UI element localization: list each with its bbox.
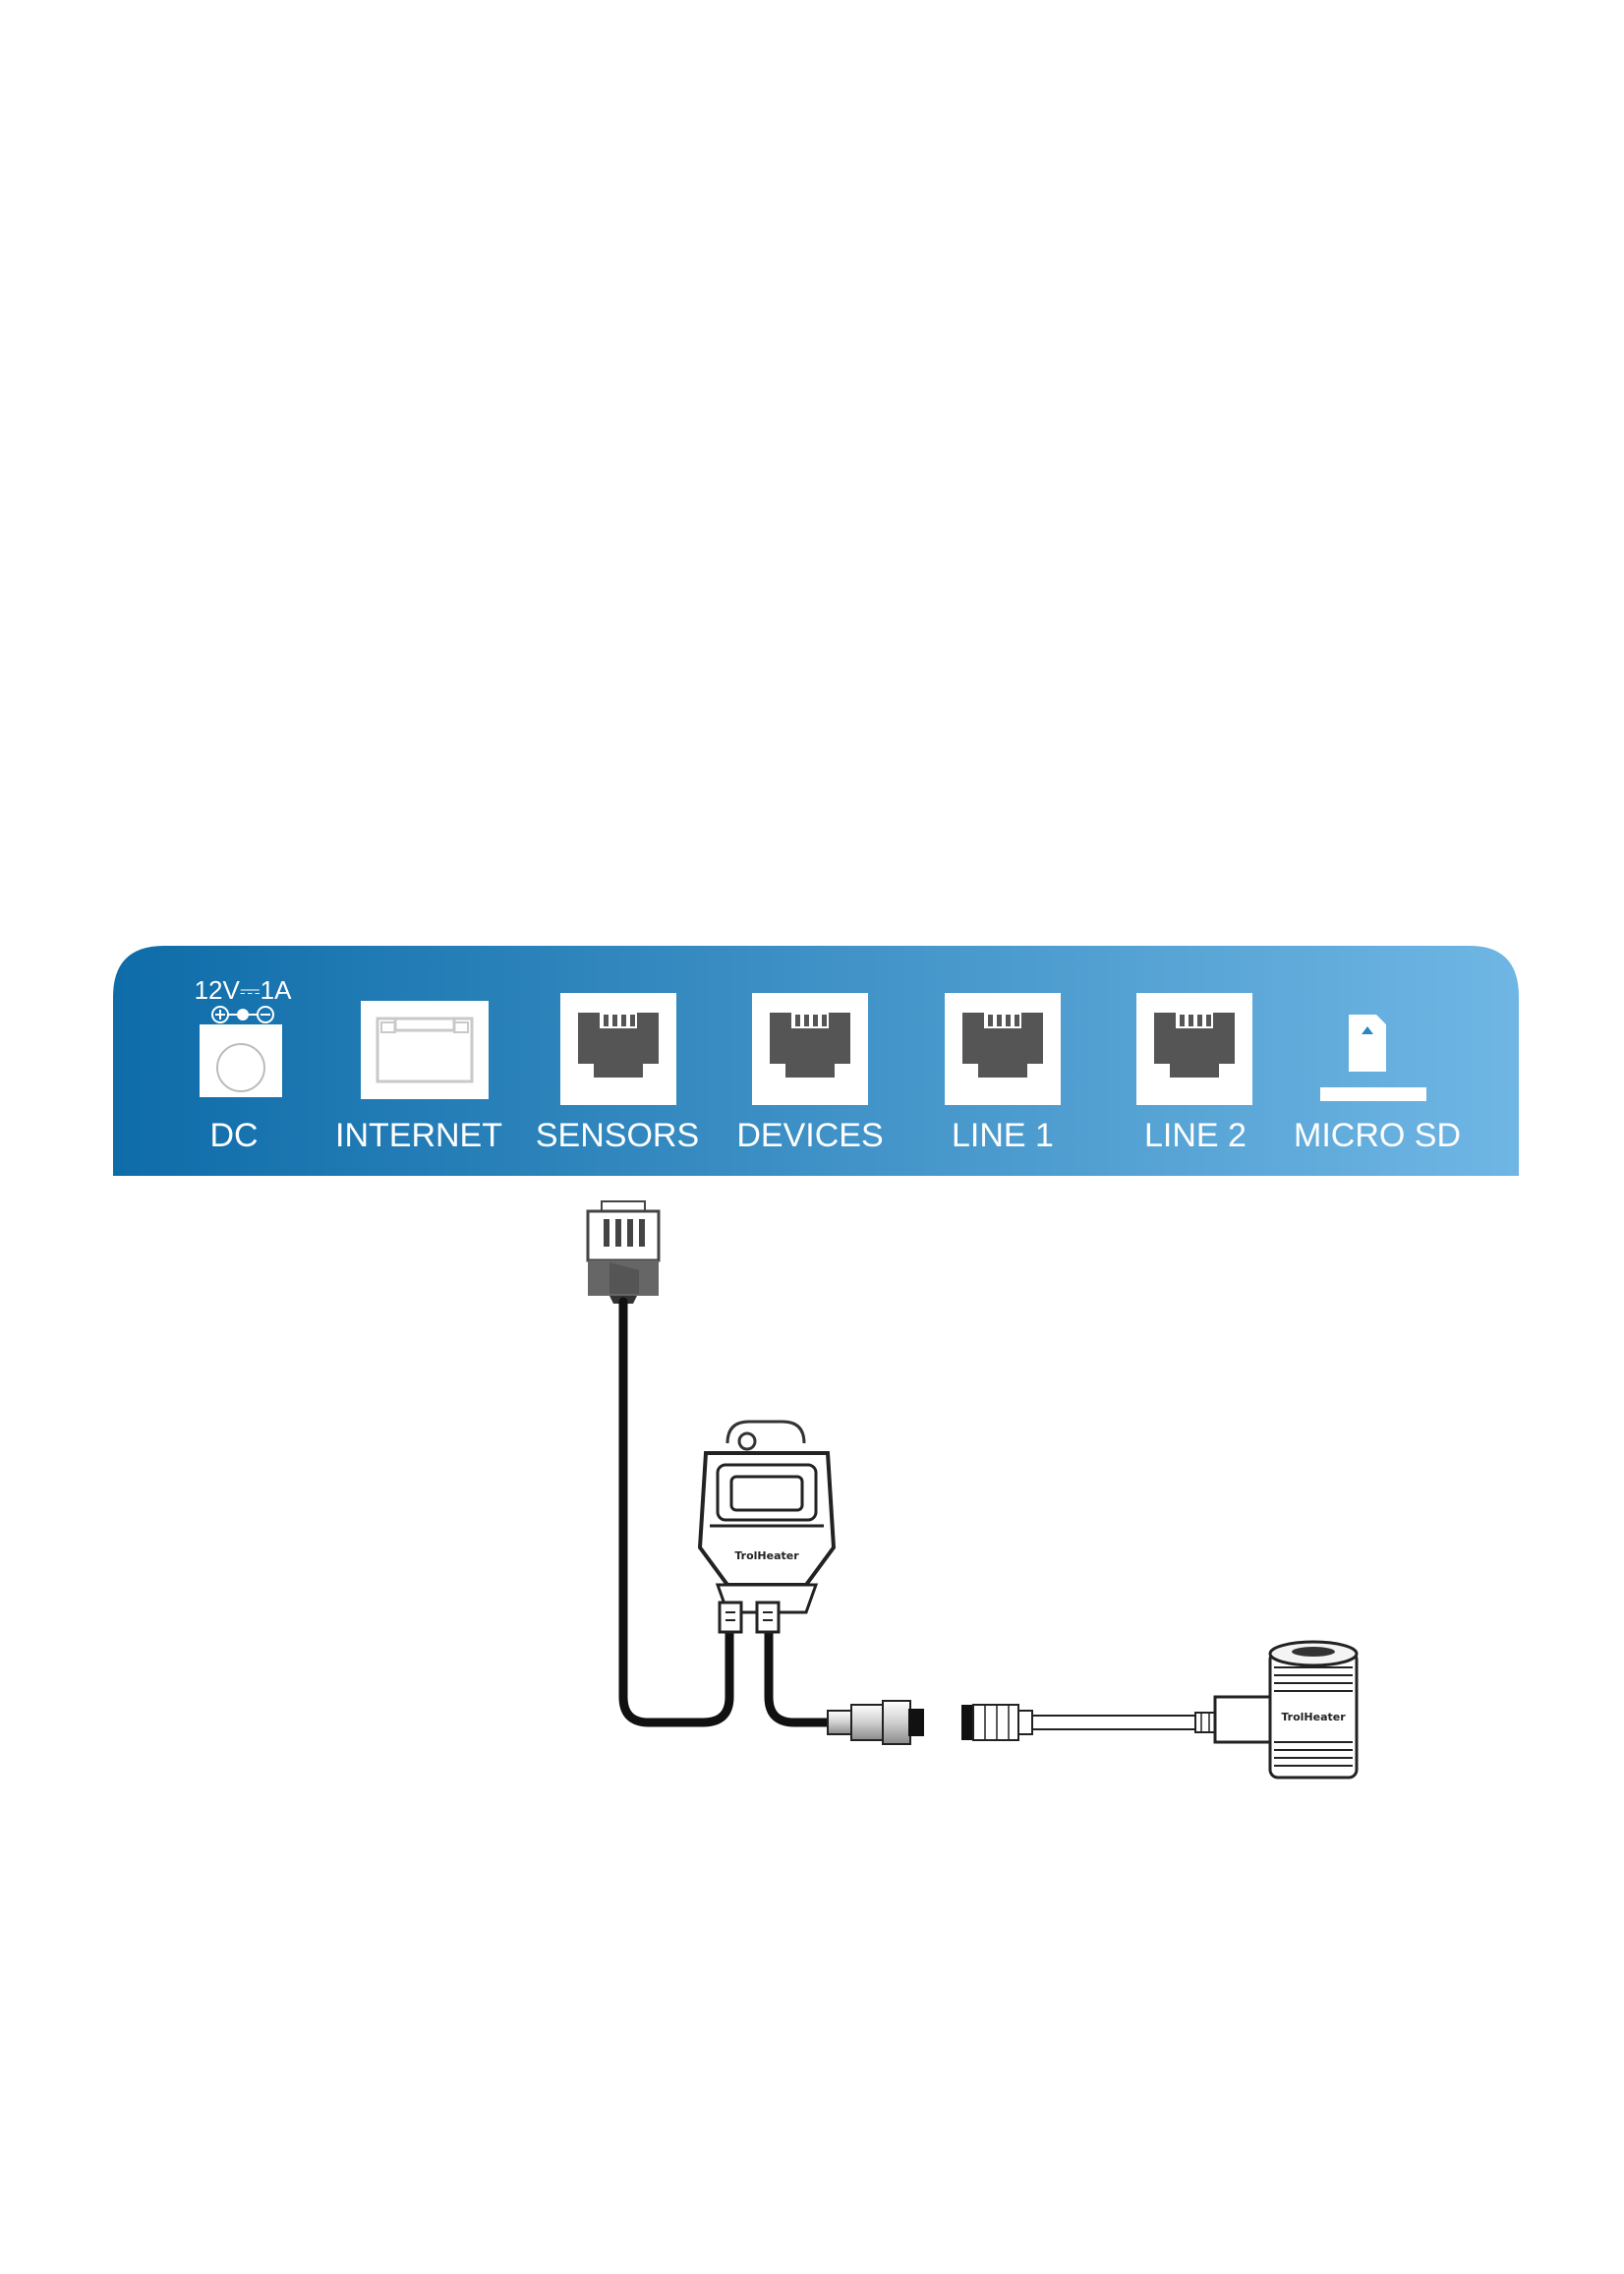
port-panel: 12V⎓1A DC: [113, 946, 1519, 1176]
rj-port-icon: [560, 993, 676, 1105]
rj-plug-icon: [586, 1200, 661, 1304]
rj-port-icon: [945, 993, 1061, 1105]
dc-port: 12V⎓1A DC: [195, 975, 292, 1154]
sensor-brand-label: TrolHeater: [1281, 1711, 1346, 1723]
splitter-icon: TrolHeater: [697, 1420, 837, 1634]
sensor-cable-assembly: TrolHeater: [586, 1200, 1359, 1779]
cable: [764, 1627, 837, 1727]
port-label-internet: INTERNET: [335, 1117, 502, 1154]
port-label-sensors: SENSORS: [536, 1117, 699, 1154]
devices-port: DEVICES: [736, 993, 884, 1154]
polarity-icon: [211, 1006, 274, 1023]
micro-sd-port: MICRO SD: [1294, 1015, 1461, 1154]
line2-port: LINE 2: [1136, 993, 1252, 1154]
splitter-brand-label: TrolHeater: [734, 1549, 799, 1562]
port-label-line1: LINE 1: [952, 1117, 1054, 1154]
line1-port: LINE 1: [945, 993, 1061, 1154]
port-label-microsd: MICRO SD: [1294, 1117, 1461, 1154]
cable: [618, 1297, 734, 1727]
port-label-devices: DEVICES: [736, 1117, 883, 1154]
water-sensor-icon: TrolHeater: [1213, 1640, 1359, 1779]
micro-sd-slot-icon: [1320, 1015, 1426, 1101]
rj-port-icon: [1136, 993, 1252, 1105]
port-label-line2: LINE 2: [1144, 1117, 1247, 1154]
sensors-port: SENSORS: [536, 993, 699, 1154]
port-label-dc: DC: [209, 1117, 258, 1154]
power-spec-label: 12V⎓1A: [195, 975, 292, 1005]
internet-port: INTERNET: [335, 1001, 502, 1154]
dc-jack-icon: [200, 1024, 282, 1097]
cable-connector-icon: [827, 1700, 1033, 1745]
ethernet-port-icon: [361, 1001, 489, 1099]
rj-port-icon: [752, 993, 868, 1105]
cable: [1031, 1712, 1218, 1733]
